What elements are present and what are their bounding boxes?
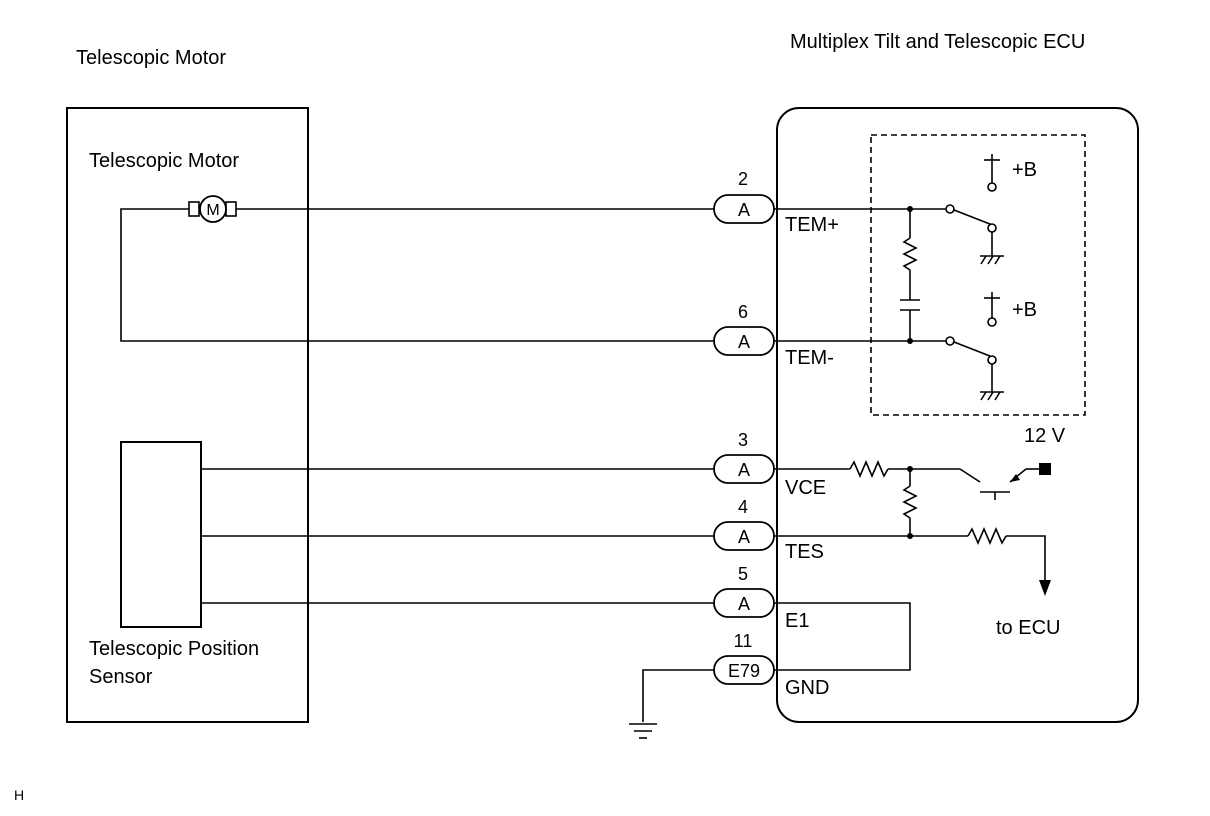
resistor-icon [902,237,918,271]
footer-label: H [14,787,24,803]
svg-text:4: 4 [738,497,748,517]
motor-label: Telescopic Motor [89,150,239,172]
svg-text:A: A [738,332,750,352]
svg-text:11: 11 [734,631,753,651]
svg-text:6: 6 [738,302,748,322]
svg-text:M: M [206,202,219,219]
plus-b-label: +B [1012,159,1037,181]
signal-gnd: GND [785,677,829,699]
svg-text:A: A [738,200,750,220]
transistor-icon [959,468,1027,500]
gnd-wire [642,669,714,722]
left-component-title: Telescopic Motor [76,47,226,69]
signal-tem-minus: TEM- [785,347,834,369]
connector-pin-3: 3 A [713,430,775,484]
resistor-icon [849,459,889,479]
sensor-label-line2: Sensor [89,666,153,688]
svg-text:3: 3 [738,430,748,450]
connector-pin-11: 11 E79 [713,631,775,685]
arrow-down-icon [1039,580,1051,596]
switch-icon [945,154,1004,265]
voltage-label: 12 V [1024,425,1066,447]
connector-pin-5: 5 A [713,564,775,618]
right-component-title: Multiplex Tilt and Telescopic ECU [790,31,1085,53]
connector-pin-4: 4 A [713,497,775,551]
power-terminal [1039,463,1051,475]
telescopic-motor-box [66,107,309,723]
connector-pin-2: 2 A [713,169,775,224]
signal-tem-plus: TEM+ [785,214,839,236]
e1-gnd-link [774,602,911,671]
connector-pin-6: 6 A [713,302,775,356]
resistor-icon [967,526,1007,546]
svg-text:2: 2 [738,169,748,189]
svg-text:A: A [738,460,750,480]
to-ecu-label: to ECU [996,617,1060,639]
switch-icon [945,292,1004,401]
svg-text:E79: E79 [728,661,760,681]
resistor-icon [902,485,918,519]
svg-text:A: A [738,527,750,547]
ground-icon [629,723,657,739]
plus-b-label: +B [1012,299,1037,321]
signal-vce: VCE [785,477,826,499]
motor-icon: M [188,195,237,223]
signal-e1: E1 [785,610,809,632]
motor-driver-block [870,134,1086,416]
sensor-label-line1: Telescopic Position [89,638,259,660]
position-sensor-box [120,441,202,628]
signal-tes: TES [785,541,824,563]
svg-text:5: 5 [738,564,748,584]
motor-loop-wire [120,208,714,342]
svg-text:A: A [738,594,750,614]
